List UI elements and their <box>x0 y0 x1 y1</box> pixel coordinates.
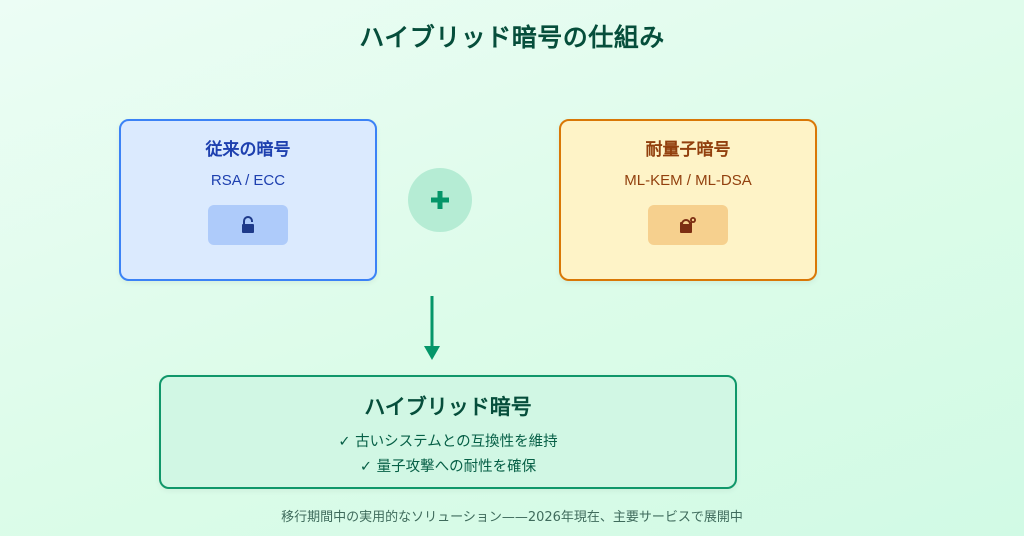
classic-icon-box <box>208 205 288 245</box>
footer-note: 移行期間中の実用的なソリューション——2026年現在、主要サービスで展開中 <box>281 510 743 525</box>
classic-crypto-title: 従来の暗号 <box>205 140 291 160</box>
post-quantum-algorithms: ML-KEM / ML-DSA <box>624 172 752 189</box>
classic-crypto-algorithms: RSA / ECC <box>210 172 286 189</box>
plus-icon <box>431 191 449 209</box>
post-quantum-title: 耐量子暗号 <box>645 140 731 160</box>
plus-operator <box>408 168 472 232</box>
classic-crypto-card: 従来の暗号 RSA / ECC <box>119 119 377 281</box>
key-lock-icon <box>680 217 696 233</box>
post-quantum-icon-box <box>648 205 728 245</box>
benefit-item: ✓ 古いシステムとの互換性を維持 <box>338 434 558 450</box>
open-lock-icon <box>242 216 254 233</box>
hybrid-crypto-title: ハイブリッド暗号 <box>364 395 532 419</box>
hybrid-crypto-card: ハイブリッド暗号 ✓ 古いシステムとの互換性を維持 ✓ 量子攻撃への耐性を確保 <box>159 375 737 489</box>
post-quantum-card: 耐量子暗号 ML-KEM / ML-DSA <box>559 119 817 281</box>
arrow-down-icon <box>424 296 440 360</box>
diagram-title: ハイブリッド暗号の仕組み <box>359 23 665 52</box>
benefit-item: ✓ 量子攻撃への耐性を確保 <box>359 459 537 475</box>
